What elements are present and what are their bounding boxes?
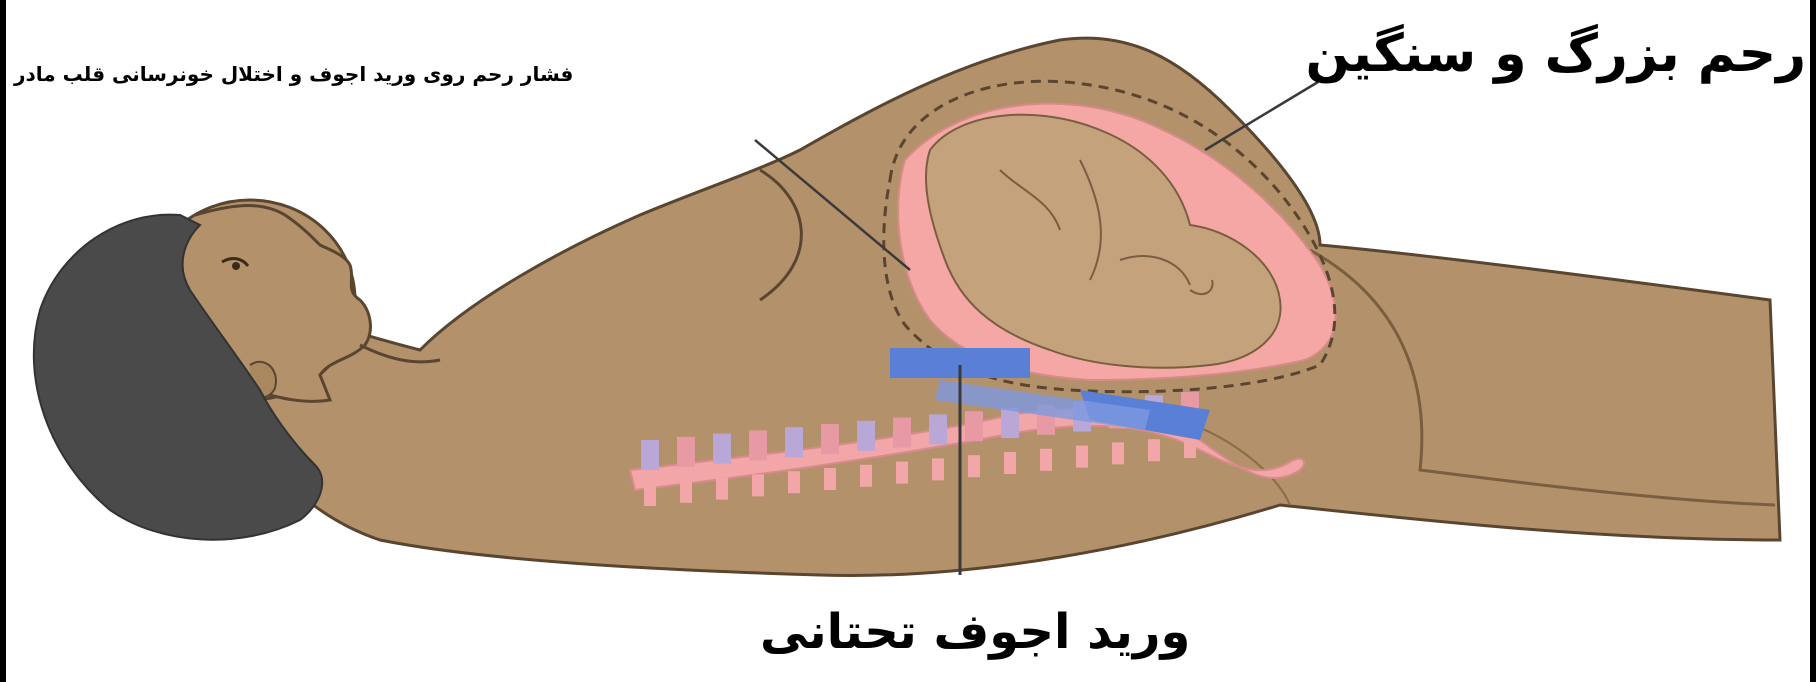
vertebra [893, 418, 911, 448]
vertebra [857, 421, 875, 451]
vertebra-process [1112, 442, 1124, 464]
vertebra [785, 427, 803, 457]
compression-label: فشار رحم روی ورید اجوف و اختلال خونرسانی… [14, 64, 573, 84]
vertebra-process [1148, 439, 1160, 461]
eye-pupil [232, 262, 240, 270]
uterus-label: رحم بزرگ و سنگین [1306, 28, 1807, 80]
vertebra-process [824, 468, 836, 490]
left-edge-bar [0, 0, 6, 682]
right-edge-bar [1810, 0, 1816, 682]
vertebra [749, 430, 767, 460]
vertebra-process [644, 484, 656, 506]
vertebra [677, 437, 695, 467]
vertebra-process [1076, 446, 1088, 468]
vertebra [713, 434, 731, 464]
vertebra-process [1040, 449, 1052, 471]
vertebra [641, 440, 659, 470]
vertebra [965, 411, 983, 441]
vertebra-process [716, 478, 728, 500]
inferior-vena-cava-label: ورید اجوف تحتانی [760, 608, 1190, 656]
vertebra [821, 424, 839, 454]
vertebra-process [788, 471, 800, 493]
vertebra-process [860, 465, 872, 487]
vertebra-process [1004, 452, 1016, 474]
vertebra-process [1184, 436, 1196, 458]
vertebra-process [968, 455, 980, 477]
vertebra [929, 414, 947, 444]
vertebra-process [932, 458, 944, 480]
vertebra-process [752, 474, 764, 496]
vertebra [1001, 408, 1019, 438]
vertebra-process [896, 462, 908, 484]
vertebra-process [680, 481, 692, 503]
